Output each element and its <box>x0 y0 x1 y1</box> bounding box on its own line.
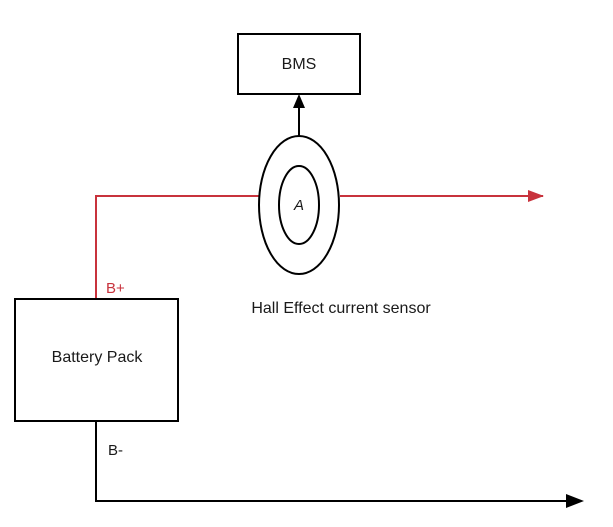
positive-terminal-label: B+ <box>106 280 125 297</box>
bms-node: BMS <box>237 33 361 95</box>
sensor-caption: Hall Effect current sensor <box>251 300 431 317</box>
battery-pack-label: Battery Pack <box>52 349 144 366</box>
sensor-inner-ring <box>278 165 320 245</box>
bms-label: BMS <box>282 56 317 73</box>
positive-wire <box>95 195 261 299</box>
positive-arrowhead <box>528 190 544 202</box>
hall-effect-sensor: A <box>258 135 340 275</box>
negative-terminal-label: B- <box>108 442 123 459</box>
negative-arrowhead <box>566 494 584 508</box>
battery-pack-node: Battery Pack <box>14 298 179 422</box>
bms-box <box>237 33 361 95</box>
battery-pack-box <box>14 298 179 422</box>
sensor-symbol: A <box>293 197 304 214</box>
sensor-to-bms-arrowhead <box>293 94 305 108</box>
negative-wire <box>95 421 570 502</box>
